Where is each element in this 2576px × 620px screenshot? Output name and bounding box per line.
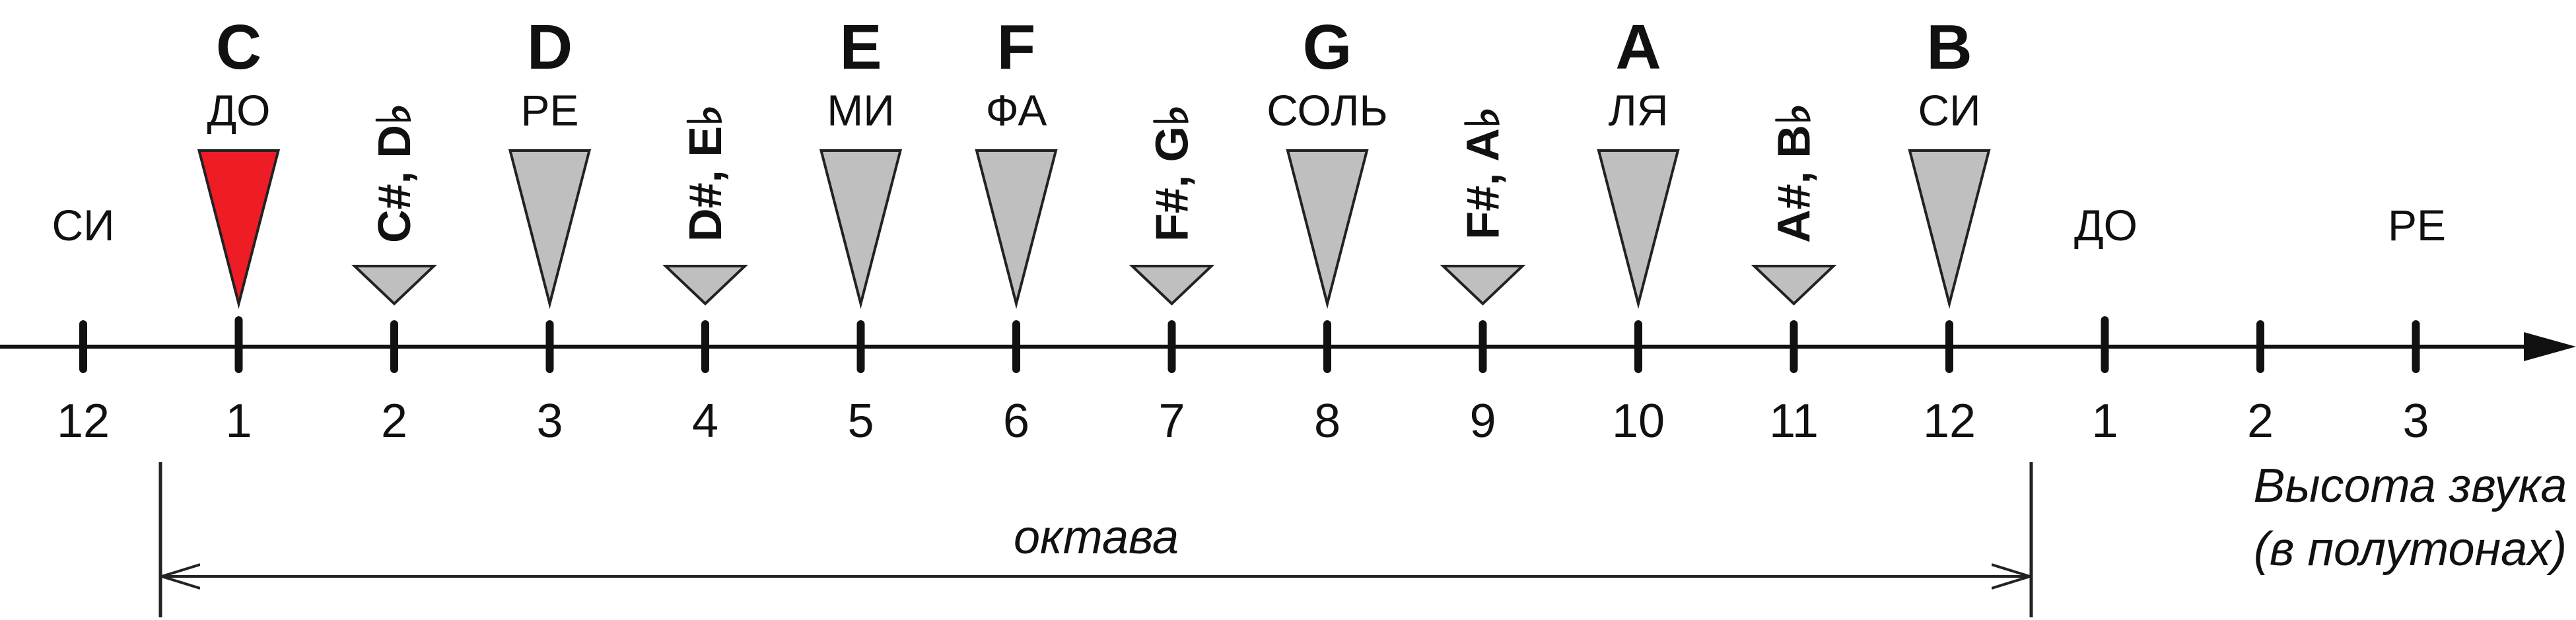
- note-solfege: СОЛЬ: [1267, 86, 1387, 135]
- accidental-label: F#, G♭: [1146, 104, 1198, 242]
- note-marker: [1597, 149, 1680, 309]
- context-label-right-1: ДО: [2074, 201, 2138, 250]
- note-letter: E: [839, 12, 882, 83]
- semitone-number: 10: [1612, 395, 1665, 448]
- accidental-marker: [1440, 265, 1526, 306]
- semitone-number: 8: [1314, 395, 1340, 448]
- note-marker: [975, 149, 1058, 309]
- note-letter: D: [527, 12, 573, 83]
- octave-label: октава: [1014, 511, 1179, 564]
- context-label-left: СИ: [52, 201, 114, 250]
- semitone-number: 9: [1469, 395, 1496, 448]
- semitone-number: 11: [1769, 395, 1819, 448]
- accidental-label: D#, E♭: [679, 104, 731, 242]
- note-letter: C: [216, 12, 261, 83]
- note-solfege: ДО: [207, 86, 270, 135]
- pitch-axis-arrowhead: [2524, 332, 2576, 361]
- root-note-marker: [197, 149, 281, 309]
- semitone-number: 2: [381, 395, 407, 448]
- note-marker: [819, 149, 903, 309]
- accidental-label: C#, D♭: [368, 103, 420, 243]
- note-solfege: РЕ: [520, 86, 578, 135]
- axis-label-line2: (в полутонах): [2254, 523, 2567, 576]
- semitone-number: 5: [847, 395, 874, 448]
- note-letter: B: [1926, 12, 1972, 83]
- accidental-marker: [1129, 265, 1215, 306]
- accidental-marker: [1751, 265, 1837, 306]
- note-solfege: МИ: [827, 86, 894, 135]
- note-letter: G: [1303, 12, 1352, 83]
- note-marker: [1908, 149, 1991, 309]
- accidental-marker: [662, 265, 749, 306]
- semitone-number: 1: [2091, 395, 2118, 448]
- semitone-number: 7: [1158, 395, 1185, 448]
- accidental-marker: [351, 265, 438, 306]
- axis-label-line1: Высота звука: [2254, 460, 2567, 512]
- semitone-number: 12: [1923, 395, 1976, 448]
- note-marker: [1286, 149, 1369, 309]
- semitone-number: 4: [692, 395, 718, 448]
- semitone-number: 1: [225, 395, 252, 448]
- semitone-number: 12: [57, 395, 110, 448]
- accidental-label: A#, B♭: [1768, 103, 1820, 243]
- accidental-label: F#, A♭: [1457, 106, 1509, 240]
- note-letter: F: [997, 12, 1036, 83]
- semitone-number: 2: [2247, 395, 2274, 448]
- note-solfege: ЛЯ: [1609, 86, 1669, 135]
- note-marker: [508, 149, 592, 309]
- note-letter: A: [1615, 12, 1661, 83]
- context-label-right-2: РЕ: [2388, 201, 2446, 250]
- tick-marks: [79, 316, 2420, 373]
- note-solfege: СИ: [1918, 86, 1980, 135]
- accidental-labels: C#, D♭ D#, E♭ F#, G♭ F#, A♭ A#, B♭: [368, 103, 1820, 243]
- note-solfege: ФА: [986, 86, 1047, 135]
- semitone-number: 3: [536, 395, 563, 448]
- semitone-number: 3: [2402, 395, 2429, 448]
- semitone-number: 6: [1003, 395, 1029, 448]
- note-markers: [197, 149, 1991, 309]
